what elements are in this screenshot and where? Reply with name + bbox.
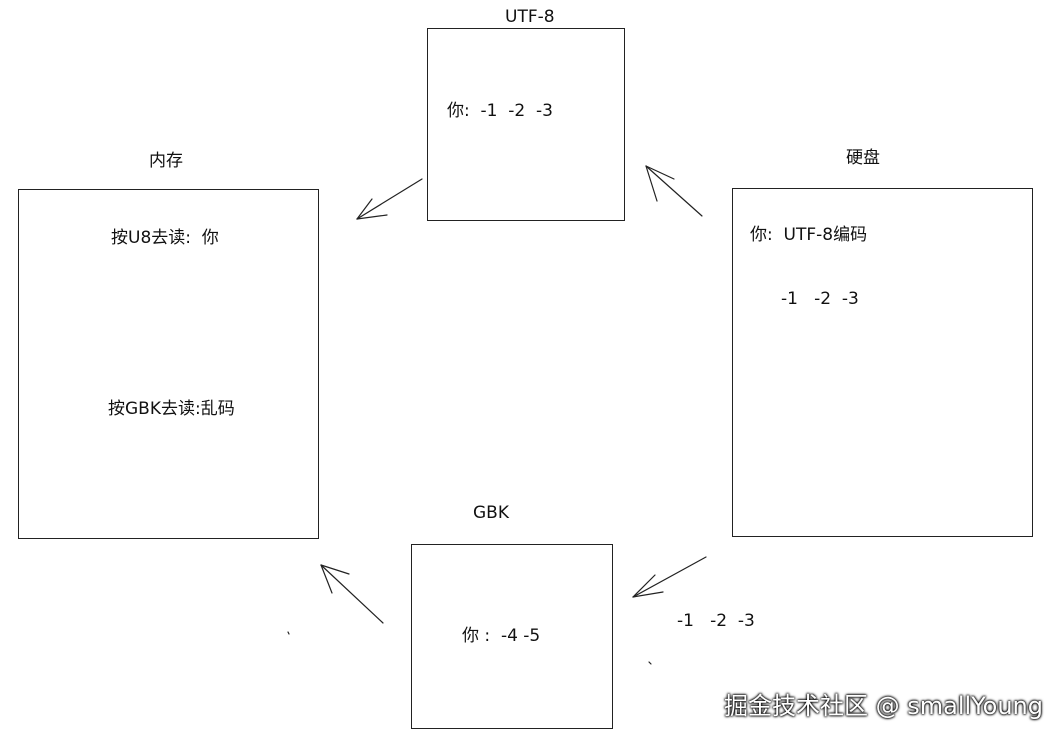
stray-dot-right xyxy=(648,661,652,665)
disk-title: 硬盘 xyxy=(846,148,880,168)
watermark-text: 掘金技术社区 @ smallYoung xyxy=(724,692,1043,720)
memory-title: 内存 xyxy=(149,151,183,171)
utf8-box: 你: -1 -2 -3 xyxy=(427,28,625,221)
bytes-label: -1 -2 -3 xyxy=(677,611,755,631)
disk-line2-text: -1 -2 -3 xyxy=(781,289,859,309)
memory-box: 按U8去读: 你 按GBK去读:乱码 xyxy=(18,189,319,539)
arrow-gbk-to-memory xyxy=(320,564,384,624)
memory-read-gbk-text: 按GBK去读:乱码 xyxy=(108,399,235,419)
disk-box: 你: UTF-8编码 -1 -2 -3 xyxy=(732,188,1033,537)
utf8-title: UTF-8 xyxy=(505,7,555,27)
arrow-utf8-to-memory xyxy=(356,178,423,220)
gbk-title: GBK xyxy=(473,503,509,523)
utf8-content-text: 你: -1 -2 -3 xyxy=(447,101,554,121)
gbk-content-text: 你 : -4 -5 xyxy=(462,626,541,646)
stray-dot-left xyxy=(287,631,290,635)
memory-read-u8-text: 按U8去读: 你 xyxy=(111,228,219,248)
arrow-disk-to-utf8 xyxy=(645,165,703,217)
arrow-disk-to-gbk xyxy=(632,556,707,598)
gbk-box: 你 : -4 -5 xyxy=(411,544,613,729)
disk-line1-text: 你: UTF-8编码 xyxy=(750,225,868,245)
